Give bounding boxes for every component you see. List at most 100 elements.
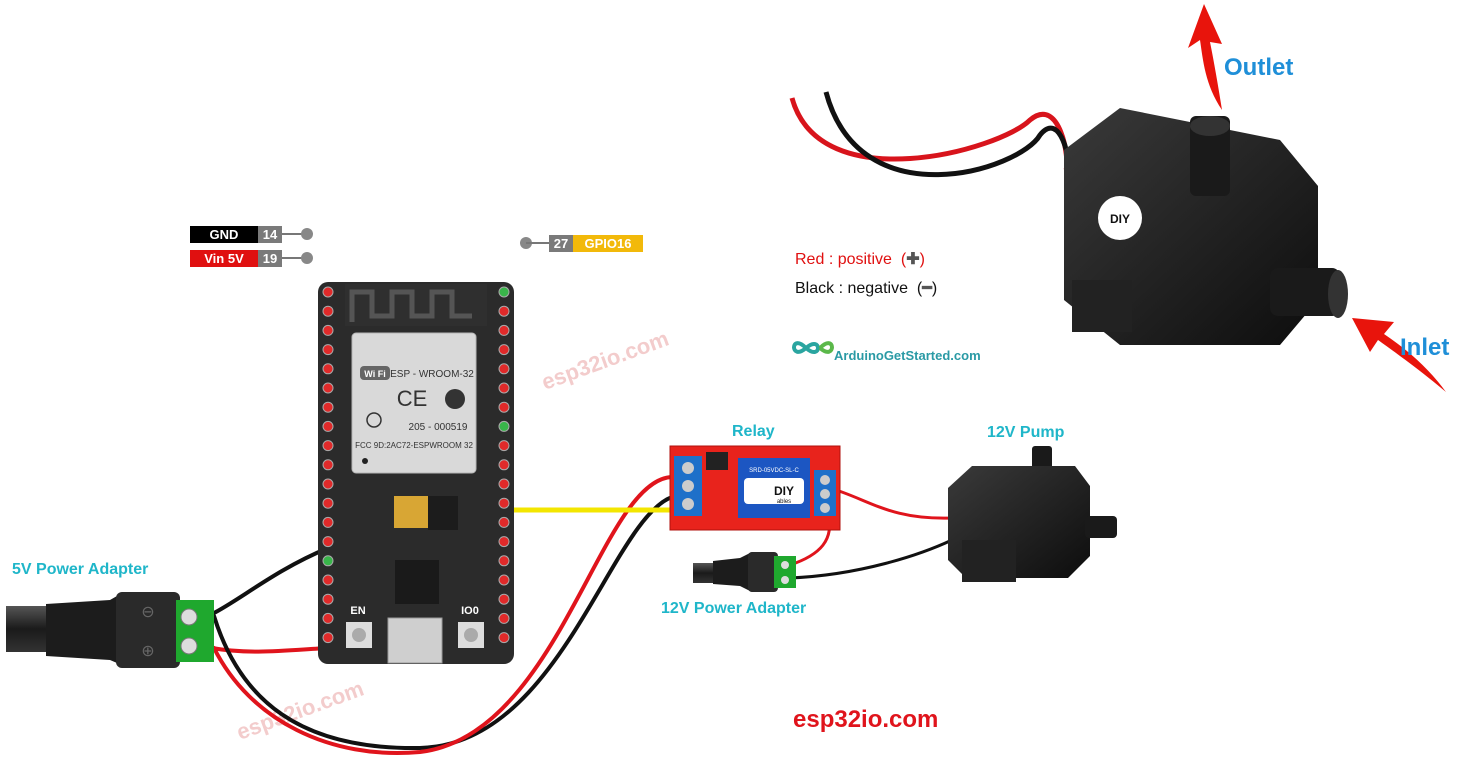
header-pin <box>498 401 510 413</box>
header-pin <box>322 612 334 624</box>
legend-red: Red : positive (✚) <box>795 249 925 269</box>
header-pin <box>498 420 510 432</box>
jack-head <box>116 592 180 668</box>
power-adapter-5v: ⊖ ⊕ <box>6 592 214 668</box>
label-5v-adapter: 5V Power Adapter <box>12 561 149 578</box>
label-12v-adapter: 12V Power Adapter <box>661 600 807 617</box>
wire-vin-5v <box>210 646 330 654</box>
relay-logo-sub: ables <box>777 499 791 505</box>
header-pin <box>322 632 334 644</box>
header-pin <box>498 478 510 490</box>
header-pin <box>322 459 334 471</box>
vin-pin-number: 19 <box>258 250 282 267</box>
header-pin <box>322 536 334 548</box>
pump-logo-text: DIY <box>1110 212 1130 226</box>
chip-regulator <box>428 496 458 530</box>
pump-logo <box>1098 196 1142 240</box>
module-name: ESP - WROOM-32 <box>390 369 474 380</box>
gnd-pin-number: 14 <box>258 226 282 243</box>
jack-tip <box>6 606 46 652</box>
gnd-pin-name: GND <box>190 226 258 243</box>
gpio-pin-number: 27 <box>549 235 573 252</box>
vin-pin-name: Vin 5V <box>190 250 258 267</box>
legend-red-name: Red <box>795 251 825 268</box>
inlet-arrow <box>1352 318 1446 392</box>
cert-number: 205 - 000519 <box>409 422 468 433</box>
header-pin <box>498 516 510 528</box>
header-pin <box>322 363 334 375</box>
brand-name: ArduinoGetStarted.com <box>834 348 981 363</box>
legend-minus-icon: (━) <box>912 280 938 297</box>
header-pin <box>322 555 334 567</box>
legend-black: Black : negative (━) <box>795 278 937 298</box>
wires <box>210 475 954 755</box>
header-pin <box>322 478 334 490</box>
jack12-tip <box>693 563 713 583</box>
board-pins-left <box>322 286 334 644</box>
outlet-arrow <box>1188 4 1222 110</box>
wire-12v-pump <box>788 538 954 580</box>
legend-red-desc: : positive <box>828 251 892 268</box>
jack12-head <box>748 552 778 592</box>
en-label: EN <box>350 605 365 617</box>
header-pin <box>322 516 334 528</box>
wire-gnd-5v <box>210 546 330 616</box>
relay-module: SRD-05VDC-SL-C DIY ables <box>669 445 841 531</box>
brand-logo <box>792 341 834 354</box>
pin-connectors <box>278 228 549 264</box>
chip-left-big <box>394 496 434 528</box>
fcc-mark <box>366 412 382 428</box>
label-relay: Relay <box>732 423 775 440</box>
header-pin <box>322 324 334 336</box>
header-pin <box>498 632 510 644</box>
header-pin <box>322 305 334 317</box>
header-pin <box>322 497 334 509</box>
board-pins-right <box>498 286 510 644</box>
header-pin <box>498 440 510 452</box>
header-pin <box>322 420 334 432</box>
header-pin <box>322 593 334 605</box>
header-pin <box>498 536 510 548</box>
header-pin <box>498 363 510 375</box>
website-label: esp32io.com <box>793 706 938 734</box>
header-pin <box>498 324 510 336</box>
ce-mark: CE <box>397 386 428 411</box>
jack12-body <box>713 552 752 592</box>
pump-cable-black <box>823 91 1072 179</box>
header-pin <box>498 574 510 586</box>
header-pin <box>322 286 334 298</box>
header-pin <box>498 382 510 394</box>
legend-black-name: Black <box>795 280 835 297</box>
header-pin <box>498 593 510 605</box>
esp32-board: Wi Fi ESP - WROOM-32 CE 205 - 000519 FCC… <box>318 282 514 664</box>
pin1-dot <box>362 458 368 464</box>
header-pin <box>322 401 334 413</box>
label-inlet: Inlet <box>1400 334 1450 361</box>
header-pin <box>322 574 334 586</box>
label-12v-pump: 12V Pump <box>987 424 1065 441</box>
wire-vcc-relay <box>212 475 674 755</box>
pump-large: DIY <box>789 91 1348 345</box>
terminal-block-5v <box>176 600 214 662</box>
header-pin <box>498 344 510 356</box>
relay-jumper <box>706 452 728 470</box>
relay-logo-box <box>744 478 804 504</box>
power-adapter-12v <box>693 552 796 592</box>
relay-coil-label: SRD-05VDC-SL-C <box>749 468 799 474</box>
gpio-pin-name: GPIO16 <box>573 235 643 252</box>
header-pin <box>322 382 334 394</box>
jack-minus-symbol: ⊖ <box>141 602 154 621</box>
header-pin <box>498 459 510 471</box>
relay-logo-text: DIY <box>774 484 794 498</box>
wifi-text: Wi Fi <box>364 369 385 379</box>
wifi-logo <box>360 366 390 380</box>
terminal-block-12v <box>774 556 796 588</box>
wire-relay-pump <box>828 486 954 520</box>
espressif-logo <box>445 389 465 409</box>
legend-black-desc: : negative <box>838 280 908 297</box>
jack-plus-symbol: ⊕ <box>141 641 154 660</box>
header-pin <box>498 497 510 509</box>
usb-port <box>387 617 443 664</box>
header-pin <box>322 440 334 452</box>
